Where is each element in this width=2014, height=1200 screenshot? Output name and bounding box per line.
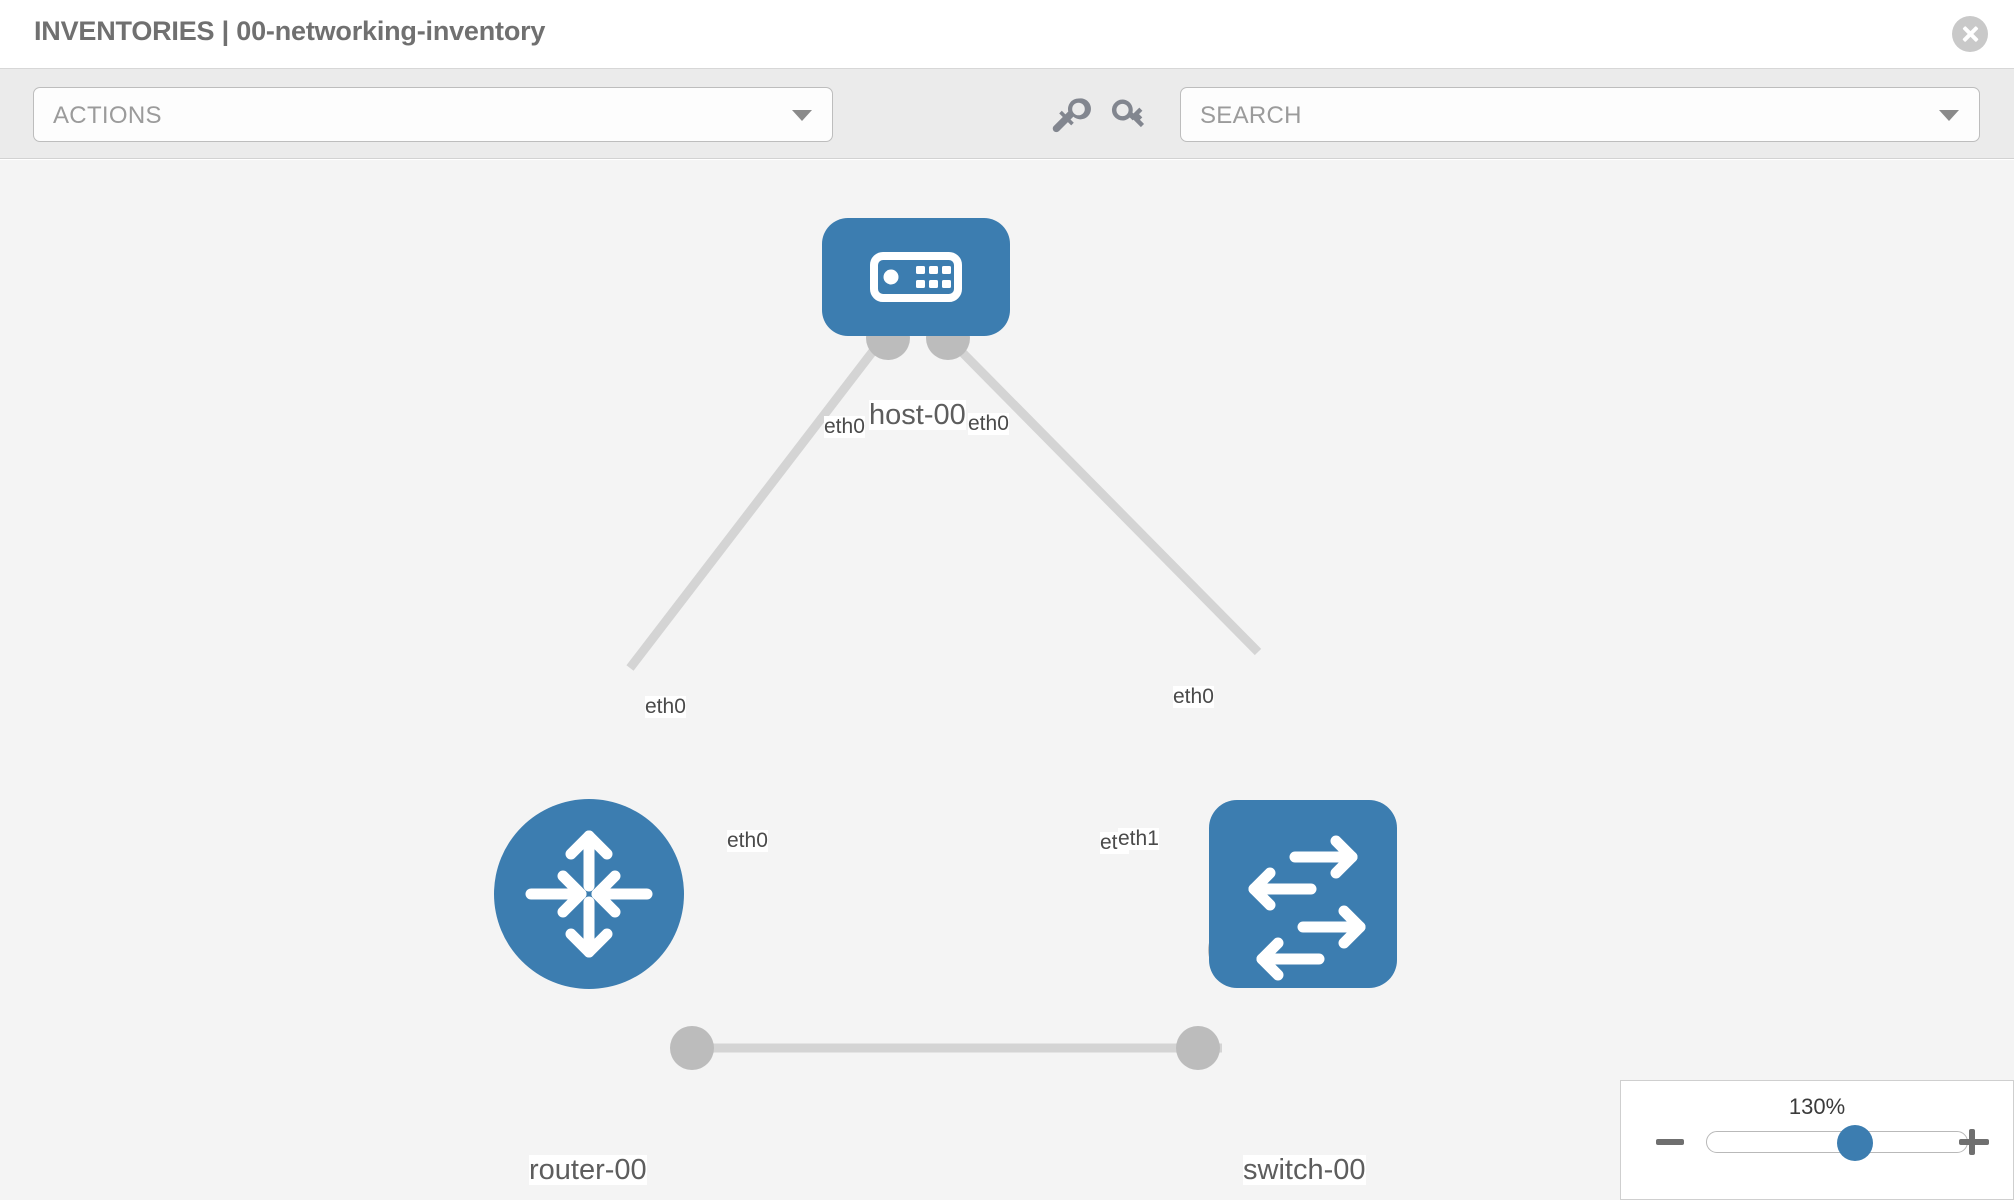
page-header: INVENTORIES | 00-networking-inventory (0, 0, 2014, 69)
toolbar-icon-group (1043, 89, 1153, 139)
search-placeholder: SEARCH (1200, 102, 1302, 129)
link-edges (626, 338, 1262, 1053)
minus-icon[interactable] (1653, 1125, 1687, 1159)
actions-dropdown[interactable]: ACTIONS (33, 87, 833, 142)
plus-icon[interactable] (1957, 1125, 1991, 1159)
iface-label-router-up: eth0 (645, 695, 686, 719)
link-host-switch[interactable] (948, 338, 1262, 656)
node-switch-00[interactable] (1209, 800, 1397, 988)
four-way-arrows-icon (525, 830, 653, 958)
iface-label-router-right: eth0 (727, 829, 768, 853)
key-icon[interactable] (1103, 89, 1153, 139)
chevron-down-icon (1939, 110, 1959, 121)
iface-label-switch-left-b: eth1 (1118, 827, 1159, 851)
topology-graph (494, 218, 1397, 1070)
iface-label-host-left: eth0 (824, 415, 865, 439)
zoom-slider[interactable] (1706, 1125, 1968, 1161)
connector-router-right[interactable] (670, 1026, 714, 1070)
link-host-router[interactable] (626, 339, 884, 671)
close-icon[interactable] (1952, 16, 1988, 52)
actions-dropdown-label: ACTIONS (53, 102, 162, 129)
node-router-00[interactable] (494, 799, 684, 989)
server-appliance-icon (870, 252, 962, 302)
zoom-slider-thumb[interactable] (1837, 1125, 1873, 1161)
zoom-level-label: 130% (1788, 1094, 1846, 1119)
node-host-00[interactable] (822, 218, 1010, 336)
iface-label-switch-up: eth0 (1173, 685, 1214, 709)
toolbar: ACTIONS SEARCH (0, 69, 2014, 159)
wrench-icon[interactable] (1043, 89, 1093, 139)
swap-arrows-icon (1248, 835, 1366, 981)
topology-canvas[interactable]: eth0 host-00 eth0 eth0 eth0 eth0 eth eth… (0, 160, 2014, 1200)
iface-label-host-right: eth0 (968, 412, 1009, 436)
chevron-down-icon (792, 110, 812, 121)
connector-switch-left[interactable] (1176, 1026, 1220, 1070)
zoom-control-panel: 130% (1620, 1080, 2014, 1200)
node-label-switch-00: switch-00 (1243, 1154, 1366, 1186)
node-label-host-00: host-00 (869, 399, 966, 431)
search-input[interactable]: SEARCH (1180, 87, 1980, 142)
node-label-router-00: router-00 (529, 1154, 647, 1186)
page-title: INVENTORIES | 00-networking-inventory (34, 16, 546, 46)
